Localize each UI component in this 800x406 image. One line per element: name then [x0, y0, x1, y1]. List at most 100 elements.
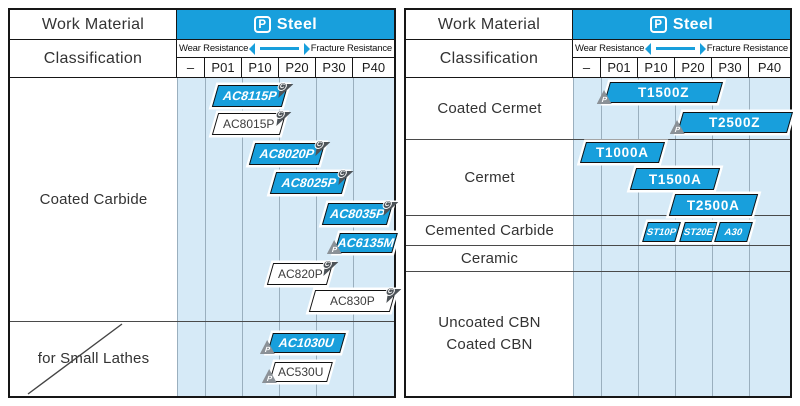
- grade-tag-T2500A: T2500A: [668, 194, 759, 216]
- steel-label: Steel: [276, 15, 318, 33]
- column-gridline: [601, 78, 602, 396]
- grade-tag-label: A30: [723, 226, 744, 238]
- col-header-P30: P30: [712, 58, 749, 77]
- p-flag-icon: P: [670, 120, 689, 134]
- column-gridline: [316, 78, 317, 396]
- col-header-P20: P20: [675, 58, 712, 77]
- grade-tag-A30: A30: [714, 222, 753, 242]
- grade-tag-label: AC8020P: [257, 147, 317, 161]
- column-gridline: [205, 78, 206, 396]
- grade-tag-label: ST20E: [682, 226, 715, 238]
- row-label: for Small Lathes: [37, 350, 150, 368]
- col-header-P01: P01: [601, 58, 638, 77]
- col-header-P01: P01: [205, 58, 242, 77]
- row-label: Ceramic: [460, 250, 519, 268]
- grade-tag-label: T2500Z: [709, 115, 761, 130]
- grade-tag-label: AC820P: [277, 267, 323, 281]
- double-arrow-icon: [645, 42, 706, 55]
- grade-tag-label: T1500Z: [637, 85, 690, 100]
- column-gridline: [279, 78, 280, 396]
- wear-resistance-label: Wear Resistance: [575, 43, 645, 54]
- grade-tag-label: T1500A: [648, 171, 702, 187]
- grade-tag-label: AC8025P: [279, 176, 339, 190]
- steel-header-cell: P Steel: [573, 10, 790, 39]
- iso-p-badge: P: [649, 16, 667, 33]
- col-header-P40: P40: [361, 60, 386, 75]
- iso-p-badge: P: [253, 16, 271, 33]
- grade-tag-label: AC8015P: [223, 117, 275, 131]
- row-separator: [406, 245, 790, 246]
- col-header-P30: P30: [316, 58, 353, 77]
- fracture-resistance-label: Fracture Resistance: [706, 43, 788, 54]
- row-label: Uncoated CBN Coated CBN: [438, 314, 541, 353]
- work-material-header: Work Material: [406, 10, 573, 39]
- row-label: Cemented Carbide: [424, 222, 555, 240]
- row-label: Cermet: [464, 169, 515, 187]
- work-material-row: Work Material P Steel: [406, 10, 790, 40]
- work-material-row: Work Material P Steel: [10, 10, 394, 40]
- classification-row: Classification Wear Resistance Fracture …: [10, 40, 394, 78]
- row-separator: [406, 139, 790, 140]
- grade-tag-label: T2500A: [687, 197, 740, 213]
- p-flag-icon: P: [327, 240, 346, 254]
- resistance-axis: Wear Resistance Fracture Resistance: [177, 40, 394, 58]
- grade-tag-T1500A: T1500A: [629, 168, 721, 190]
- p-flag-icon: P: [597, 90, 616, 104]
- wear-resistance-label: Wear Resistance: [179, 43, 249, 54]
- grade-tag-label: T1000A: [596, 145, 649, 160]
- col-header-none: –: [573, 58, 601, 77]
- grade-tag-label: AC8035P: [328, 207, 387, 221]
- cermet-cbn-grade-table: Work Material P Steel Classification Wea…: [404, 8, 794, 398]
- resistance-axis: Wear Resistance Fracture Resistance: [573, 40, 790, 58]
- double-arrow-icon: [249, 42, 310, 55]
- col-header-P40: P40: [757, 60, 782, 75]
- classification-header: Classification: [406, 40, 573, 77]
- p-flag-icon: P: [260, 340, 279, 354]
- row-label: Coated Cermet: [437, 100, 542, 118]
- p-flag-icon: P: [262, 369, 281, 383]
- col-header-P20: P20: [279, 58, 316, 77]
- row-separator: [406, 271, 790, 272]
- steel-header-cell: P Steel: [177, 10, 394, 39]
- classification-header: Classification: [10, 40, 177, 77]
- grade-tag-ST10P: ST10P: [642, 222, 681, 242]
- row-label: Coated Carbide: [39, 191, 148, 209]
- grade-tag-label: AC8115P: [221, 89, 279, 103]
- grade-tag-T1000A: T1000A: [579, 142, 666, 163]
- work-material-header: Work Material: [10, 10, 177, 39]
- grade-tag-label: AC1030U: [277, 336, 336, 350]
- steel-label: Steel: [672, 15, 714, 33]
- row-separator: [406, 215, 790, 216]
- col-header-P10: P10: [242, 58, 279, 77]
- coated-corner-icon: C: [384, 287, 401, 303]
- grade-tag-ST20E: ST20E: [679, 222, 718, 242]
- coated-corner-icon: C: [381, 200, 398, 216]
- fracture-resistance-label: Fracture Resistance: [310, 43, 392, 54]
- classification-row: Classification Wear Resistance Fracture …: [406, 40, 790, 78]
- row-separator: [10, 321, 394, 322]
- grade-tag-label: AC830P: [330, 294, 375, 308]
- carbide-grade-table: Work Material P Steel Classification Wea…: [8, 8, 396, 398]
- column-gridline: [242, 78, 243, 396]
- grade-tag-label: AC530U: [278, 365, 324, 379]
- column-gridline: [638, 78, 639, 396]
- column-gridline: [749, 78, 750, 396]
- col-header-P10: P10: [638, 58, 675, 77]
